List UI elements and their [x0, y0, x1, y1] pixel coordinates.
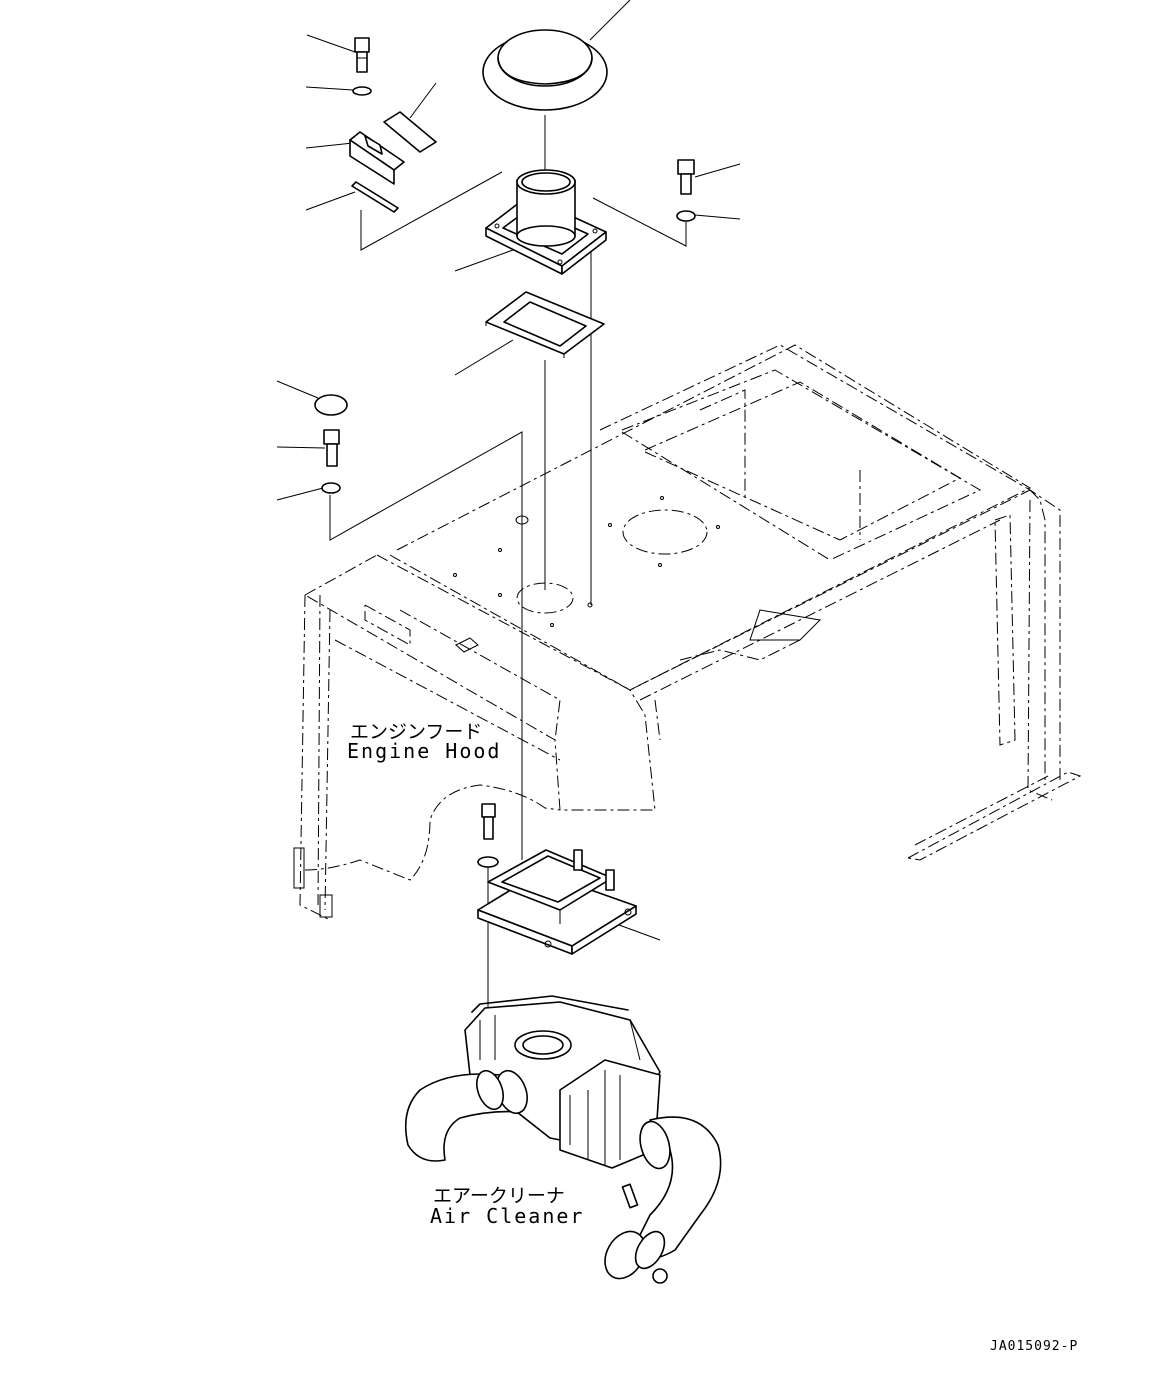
engine-hood-label-en: Engine Hood [347, 739, 501, 763]
flange-gasket [485, 291, 605, 358]
washer-top-left [352, 86, 372, 96]
mounting-bracket [477, 803, 637, 955]
washer-right [676, 210, 696, 222]
rain-cap [482, 29, 608, 111]
engine-hood [293, 344, 1082, 921]
air-cleaner-label-en: Air Cleaner [430, 1204, 584, 1228]
drawing-number: JA015092-P [990, 1339, 1078, 1354]
air-cleaner-label-jp: エアークリーナ [433, 1185, 565, 1207]
washer-left [321, 482, 341, 494]
assembly-guide-lines [329, 115, 687, 1010]
bracket-clamp [349, 131, 405, 185]
intake-pipe-assembly [485, 169, 607, 275]
gasket-strip [351, 181, 399, 213]
bolt-top-left [354, 37, 370, 73]
bolt-right [677, 159, 695, 195]
plug-cap [314, 394, 348, 416]
rubber-seal-plate [383, 111, 437, 153]
engine-hood-label-jp: エンジンフード [350, 721, 482, 743]
leader-lines [276, 0, 741, 941]
bolt-left [323, 429, 340, 467]
air-cleaner [404, 995, 722, 1284]
